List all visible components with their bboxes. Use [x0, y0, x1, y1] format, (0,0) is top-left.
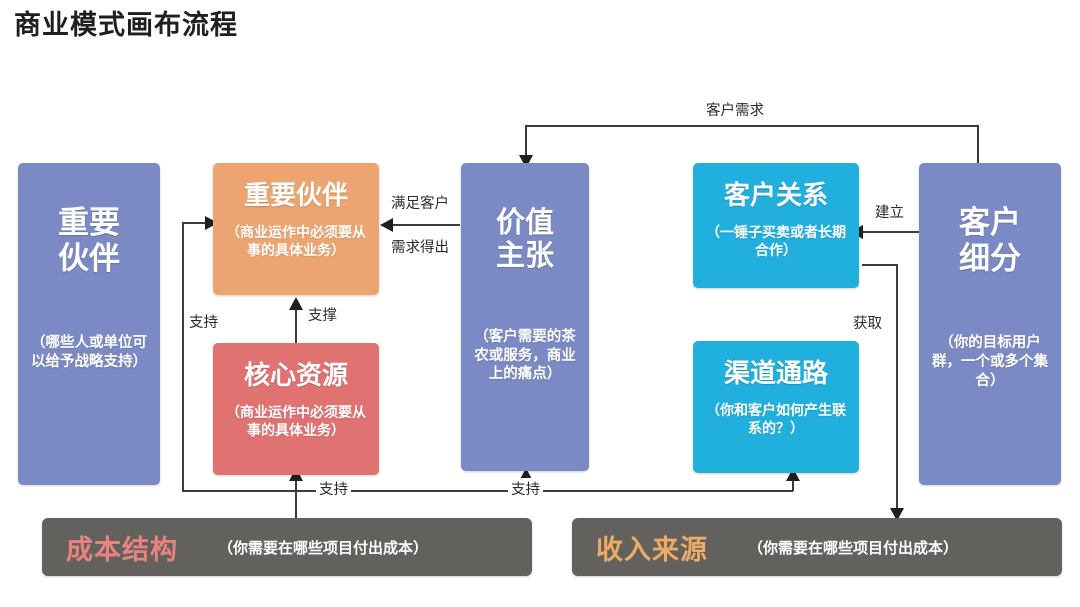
edge-label-customer-demand: 客户需求 — [703, 99, 767, 120]
arrowhead-bottom-to-value — [519, 468, 533, 481]
bar-cost-structure-title: 成本结构 — [66, 534, 178, 565]
edge-support-left-riser — [182, 222, 184, 490]
arrowhead-resources-to-activities — [289, 297, 303, 310]
bar-revenue-streams-subtitle: （你需要在哪些项目付出成本） — [748, 540, 959, 557]
box-customer-relationships-title: 客户关系 — [723, 181, 828, 210]
bar-revenue-streams-title: 收入来源 — [596, 534, 708, 565]
edge-acquire-down — [896, 264, 898, 518]
box-key-activities-subtitle: （商业运作中必须要从事的具体业务） — [226, 225, 366, 260]
arrowhead-acquire-into-revenue — [890, 508, 904, 521]
edge-value-to-activities — [393, 224, 460, 226]
edge-resources-to-activities — [295, 308, 297, 343]
box-channels-subtitle: （你和客户如何产生联系的？） — [706, 403, 846, 438]
edge-customer-demand-seg-up — [977, 125, 979, 165]
edge-relationships-out — [862, 264, 898, 266]
bar-revenue-streams[interactable]: 收入来源 （你需要在哪些项目付出成本） — [572, 518, 1062, 576]
edge-customer-demand-horizontal — [525, 125, 979, 127]
edge-label-support-bottom-left: 支持 — [316, 478, 351, 499]
edge-label-satisfy-customer: 满足客户 — [388, 192, 452, 213]
box-key-resources-title: 核心资源 — [243, 361, 348, 390]
arrowhead-value-to-activities — [380, 218, 393, 232]
edge-label-support-up: 支撑 — [305, 304, 340, 325]
edge-bottom-support-line — [182, 490, 793, 492]
box-key-partners-title: 重要 伙伴 — [58, 205, 120, 276]
box-key-activities[interactable]: 重要伙伴 （商业运作中必须要从事的具体业务） — [213, 163, 379, 295]
box-key-resources[interactable]: 核心资源 （商业运作中必须要从事的具体业务） — [213, 343, 379, 475]
page-title: 商业模式画布流程 — [14, 10, 238, 40]
edge-bottom-to-resources — [295, 478, 297, 491]
edge-customer-demand-down — [525, 125, 527, 157]
edge-label-acquire: 获取 — [850, 312, 885, 333]
box-customer-segments[interactable]: 客户 细分 （你的目标用户群，一个或多个集合） — [919, 163, 1061, 485]
box-key-partners-subtitle: （哪些人或单位可以给予战略支持） — [31, 335, 147, 371]
edge-cost-riser — [295, 490, 297, 518]
edge-label-support-bottom-right: 支持 — [508, 478, 543, 499]
edge-bottom-to-channels — [792, 478, 794, 491]
box-value-proposition[interactable]: 价值 主张 （客户需要的茶农或服务，商业上的痛点） — [461, 163, 589, 471]
bar-cost-structure[interactable]: 成本结构 （你需要在哪些项目付出成本） — [42, 518, 532, 576]
edge-label-demand-derived: 需求得出 — [388, 236, 452, 257]
box-value-proposition-title: 价值 主张 — [495, 207, 554, 273]
box-customer-relationships-subtitle: （一锤子买卖或者长期合作） — [706, 225, 846, 260]
edge-label-support-left-vertical: 支持 — [186, 311, 221, 332]
box-customer-segments-title: 客户 细分 — [959, 205, 1021, 276]
box-customer-segments-subtitle: （你的目标用户群，一个或多个集合） — [932, 335, 1048, 389]
box-key-resources-subtitle: （商业运作中必须要从事的具体业务） — [226, 405, 366, 440]
box-key-activities-title: 重要伙伴 — [243, 181, 348, 210]
edge-label-establish: 建立 — [872, 201, 907, 222]
edge-support-left-into-activities — [182, 222, 212, 224]
bar-cost-structure-subtitle: （你需要在哪些项目付出成本） — [218, 540, 429, 557]
box-value-proposition-subtitle: （客户需要的茶农或服务，商业上的痛点） — [474, 328, 576, 383]
box-channels[interactable]: 渠道通路 （你和客户如何产生联系的？） — [693, 341, 859, 473]
box-customer-relationships[interactable]: 客户关系 （一锤子买卖或者长期合作） — [693, 163, 859, 288]
box-channels-title: 渠道通路 — [723, 359, 828, 388]
box-key-partners[interactable]: 重要 伙伴 （哪些人或单位可以给予战略支持） — [18, 163, 160, 485]
edge-segments-to-relationships — [862, 231, 922, 233]
